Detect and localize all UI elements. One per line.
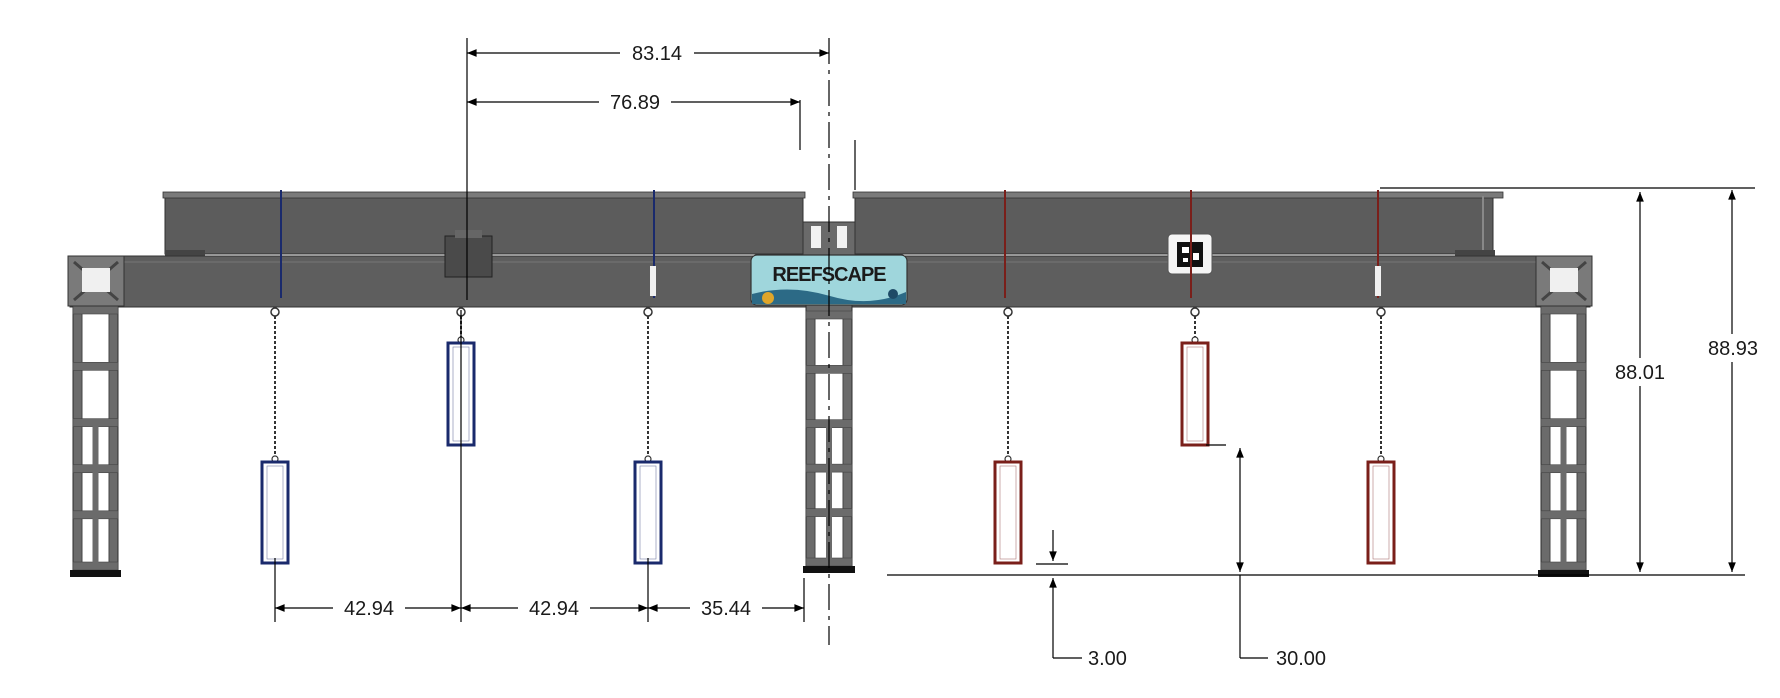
- cage-red-3: [1366, 307, 1396, 565]
- dimension-lines: [274, 38, 1755, 659]
- cage-blue-1: [260, 307, 290, 565]
- mount-block: [444, 230, 493, 278]
- dim-42-94-mid: 42.94: [529, 598, 579, 620]
- dim-30-00: 30.00: [1276, 648, 1326, 670]
- dimension-labels: 83.14 76.89 42.94 42.94 35.44 3.00 30.00…: [333, 40, 1766, 670]
- dim-83-14: 83.14: [632, 43, 682, 65]
- upper-rail-right: [852, 191, 1504, 256]
- dim-35-44: 35.44: [701, 598, 751, 620]
- cage-red-2: [1180, 307, 1210, 447]
- dim-88-93: 88.93: [1708, 338, 1758, 360]
- dim-3-00: 3.00: [1088, 648, 1127, 670]
- cage-blue-3: [633, 307, 663, 565]
- tower-right: [1535, 255, 1593, 577]
- cage-red-1: [993, 307, 1023, 565]
- tower-left: [67, 255, 125, 577]
- banner-title: REEFSCAPE: [772, 264, 886, 286]
- dim-42-94-left: 42.94: [344, 598, 394, 620]
- dim-88-01: 88.01: [1615, 362, 1665, 384]
- dim-76-89: 76.89: [610, 92, 660, 114]
- alliance-posts: [280, 190, 1381, 298]
